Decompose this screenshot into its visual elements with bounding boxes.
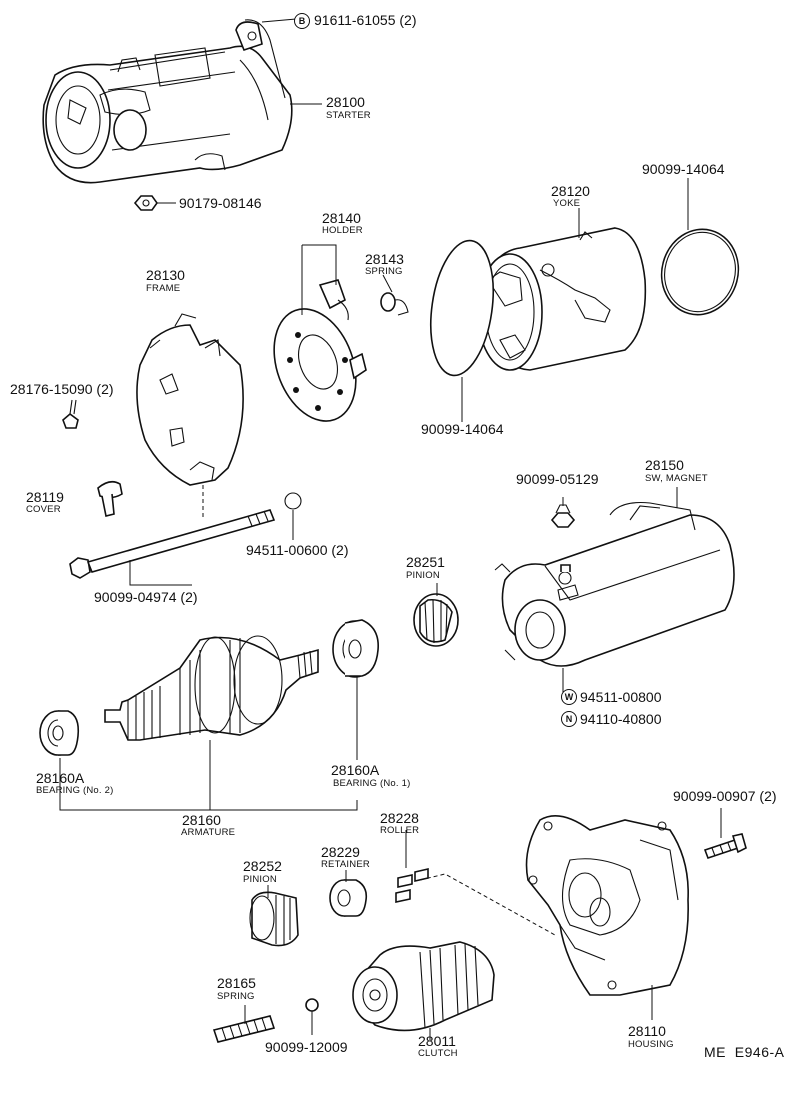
- part-number-pinion-lower: 28252: [243, 858, 282, 874]
- part-number-bearing-no1: 28160A: [331, 762, 380, 778]
- housing-bolt-drawing: [703, 833, 747, 860]
- part-number-roller: 28228: [380, 810, 419, 826]
- part-number-cover: 28119: [26, 489, 64, 505]
- o-ring-yoke-drawing: [430, 239, 494, 377]
- part-name-cover: COVER: [26, 504, 61, 515]
- part-name-yoke: YOKE: [553, 198, 581, 209]
- part-number-pinion-upper: 28251: [406, 554, 445, 570]
- part-number-oring-yoke: 90099-14064: [421, 421, 504, 437]
- part-name-retainer: RETAINER: [321, 859, 370, 870]
- part-number-spring-brush: 28143: [365, 251, 404, 267]
- starter-drawing: [42, 19, 293, 184]
- part-number-screw-frame: 28176-15090 (2): [10, 381, 114, 397]
- diagram-code: ME E946-A: [704, 1044, 785, 1060]
- part-name-spring-lower: SPRING: [217, 991, 255, 1002]
- part-name-bearing-no2: BEARING (No. 2): [36, 785, 114, 796]
- part-name-holder: HOLDER: [322, 225, 363, 236]
- frame-drawing: [136, 313, 244, 486]
- part-number-nut-magnet: 90099-05129: [516, 471, 599, 487]
- part-name-pinion-upper: PINION: [406, 570, 440, 581]
- part-number-through-bolt: 90099-04974 (2): [94, 589, 198, 605]
- part-number-bearing-no2: 28160A: [36, 770, 85, 786]
- spring-lower-drawing: [212, 1015, 276, 1043]
- screw-drawing: [62, 399, 79, 429]
- part-number-washer-w: 94511-00600 (2): [246, 542, 349, 558]
- part-name-pinion-lower: PINION: [243, 874, 277, 885]
- brush-holder-drawing: [273, 279, 367, 422]
- part-number-housing: 28110: [628, 1023, 666, 1039]
- part-number-holder: 28140: [322, 210, 361, 226]
- part-number-washer-w2: 94511-00800: [580, 689, 662, 705]
- part-name-roller: ROLLER: [380, 825, 420, 836]
- armature-drawing: [104, 635, 319, 741]
- part-number-nut-small: 90179-08146: [179, 195, 262, 211]
- part-number-starter: 28100: [326, 94, 365, 110]
- part-number-yoke: 28120: [551, 183, 590, 199]
- nut-drawing: [133, 195, 158, 211]
- part-name-bearing-no1: BEARING (No. 1): [333, 778, 411, 789]
- spring-drawing: [380, 292, 409, 316]
- part-name-starter: STARTER: [326, 110, 371, 121]
- part-name-magnet-switch: SW, MAGNET: [645, 473, 708, 484]
- part-number-bolt-top: 91611-61055 (2): [314, 12, 417, 28]
- part-name-clutch: CLUTCH: [418, 1048, 458, 1059]
- ball-drawing: [305, 998, 319, 1012]
- part-name-housing: HOUSING: [628, 1039, 674, 1050]
- housing-drawing: [525, 814, 689, 996]
- retainer-drawing: [329, 879, 368, 917]
- part-number-spring-lower: 28165: [217, 975, 256, 991]
- through-bolt-drawing: [69, 509, 276, 579]
- cover-drawing: [97, 480, 123, 517]
- part-number-nut-n: 94110-40800: [580, 711, 662, 727]
- pinion-lower-drawing: [249, 891, 299, 947]
- part-number-clutch: 28011: [418, 1033, 456, 1049]
- part-number-ball: 90099-12009: [265, 1039, 348, 1055]
- part-number-oring-right: 90099-14064: [642, 161, 725, 177]
- clutch-drawing: [352, 941, 495, 1032]
- part-number-armature: 28160: [182, 812, 221, 828]
- part-name-spring-brush: SPRING: [365, 266, 403, 277]
- part-number-retainer: 28229: [321, 844, 360, 860]
- o-ring-right-drawing: [660, 228, 740, 316]
- pinion-upper-drawing: [413, 593, 459, 647]
- nut-symbol: N: [561, 711, 577, 727]
- bearing-no1-drawing: [332, 619, 379, 678]
- washer-symbol: W: [561, 689, 577, 705]
- part-name-armature: ARMATURE: [181, 827, 236, 838]
- bolt-symbol: B: [294, 13, 310, 29]
- roller-drawing: [395, 867, 429, 903]
- part-number-magnet-switch: 28150: [645, 457, 684, 473]
- part-number-bolt-housing: 90099-00907 (2): [673, 788, 777, 804]
- yoke-drawing: [461, 227, 647, 371]
- bearing-no2-drawing: [39, 710, 80, 756]
- part-name-frame: FRAME: [146, 283, 181, 294]
- magnet-switch-drawing: [494, 501, 735, 667]
- part-number-frame: 28130: [146, 267, 185, 283]
